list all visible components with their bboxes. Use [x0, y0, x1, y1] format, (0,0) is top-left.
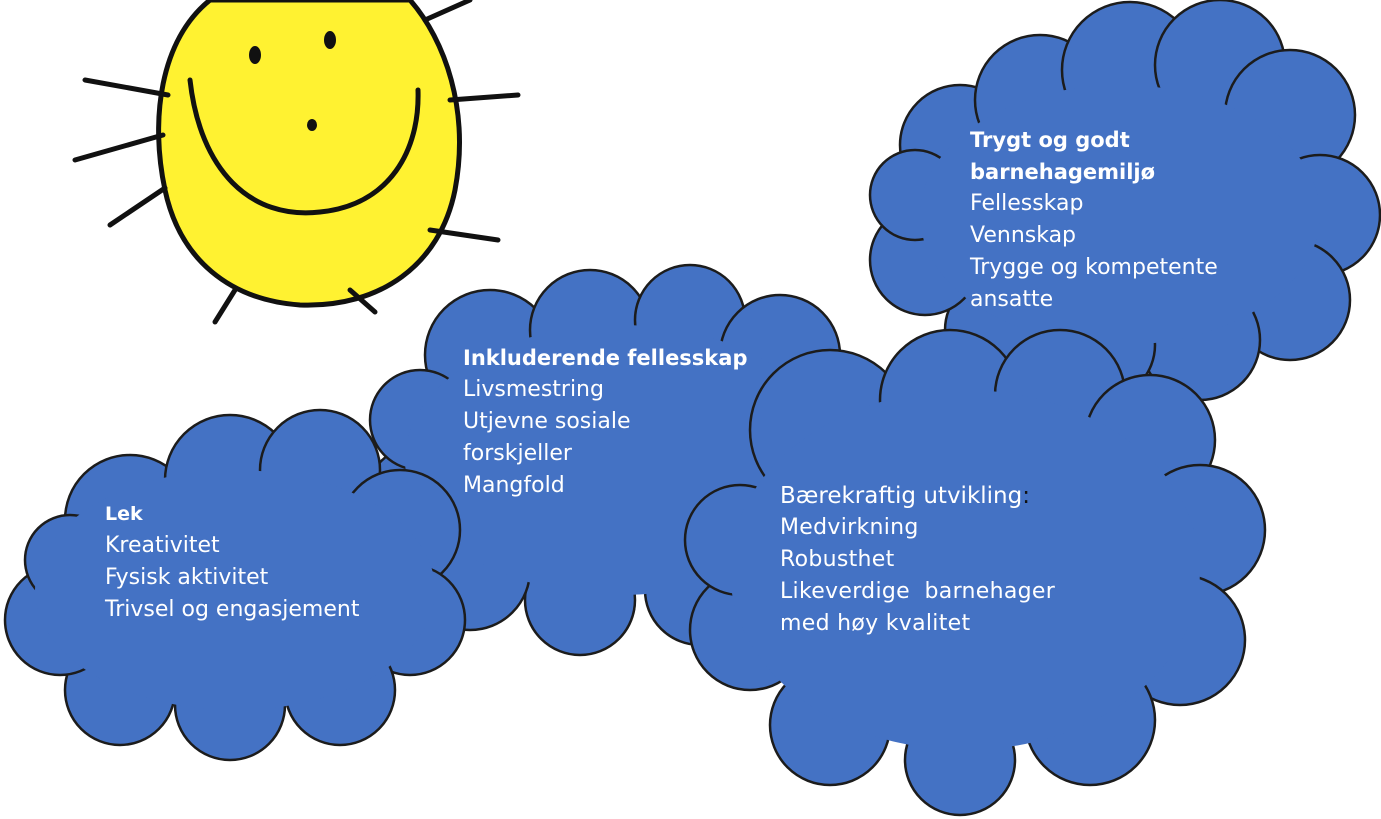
list-item: ansatte [970, 287, 1054, 312]
list-item: Kreativitet [105, 533, 220, 558]
cloud-trygt: Trygt og godt barnehagemiljø Fellesskap … [970, 124, 1218, 316]
cloud-trygt-title-line1: Trygt og godt [970, 128, 1130, 152]
list-item: Trivsel og engasjement [105, 597, 360, 622]
cloud-baerekraftig: Bærekraftig utvikling: Medvirkning Robus… [780, 480, 1055, 640]
list-item: Fellesskap [970, 191, 1084, 216]
cloud-baerekraftig-title-text: Bærekraftig utvikling [780, 483, 1023, 509]
cloud-inkluderende: Inkluderende fellesskap Livsmestring Utj… [463, 342, 747, 502]
list-item: Mangfold [463, 473, 565, 498]
sun-icon [72, 0, 521, 325]
cloud-baerekraftig-title-suffix: : [1022, 483, 1030, 509]
list-item: Medvirkning [780, 515, 919, 540]
list-item: Fysisk aktivitet [105, 565, 269, 590]
list-item: med høy kvalitet [780, 611, 971, 636]
cloud-lek-title: Lek [105, 503, 143, 525]
cloud-baerekraftig-title: Bærekraftig utvikling: [780, 480, 1055, 512]
list-item: Robusthet [780, 547, 895, 572]
list-item: Trygge og kompetente [970, 255, 1218, 280]
list-item: Likeverdige barnehager [780, 579, 1056, 604]
cloud-trygt-title-line2: barnehagemiljø [970, 160, 1156, 184]
list-item: forskjeller [463, 441, 572, 466]
list-item: Vennskap [970, 223, 1077, 248]
cloud-lek: Lek Kreativitet Fysisk aktivitet Trivsel… [105, 498, 359, 626]
cloud-inkluderende-title: Inkluderende fellesskap [463, 346, 748, 370]
list-item: Utjevne sosiale [463, 409, 631, 434]
list-item: Livsmestring [463, 377, 604, 402]
